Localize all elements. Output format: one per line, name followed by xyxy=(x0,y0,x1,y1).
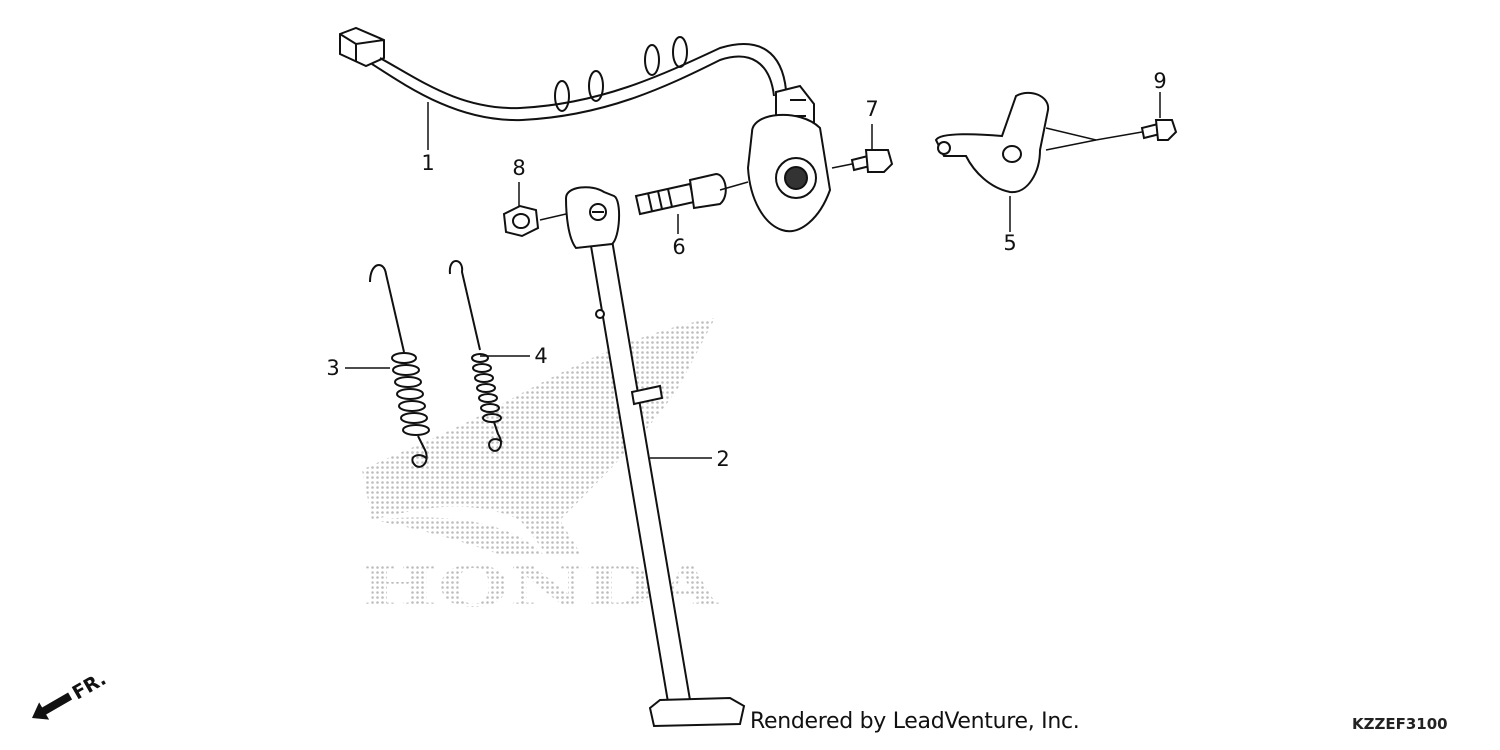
side-stand xyxy=(564,186,746,728)
callout-5: 5 xyxy=(1003,231,1016,255)
outer-spring xyxy=(369,264,430,468)
bracket-bolt xyxy=(1140,119,1178,141)
front-arrow-icon xyxy=(32,692,73,720)
front-direction-label: FR. xyxy=(69,668,110,705)
callout-7: 7 xyxy=(865,97,878,121)
diagram-code: KZZEF3100 xyxy=(1352,715,1448,733)
callout-9: 9 xyxy=(1153,69,1166,93)
callout-2: 2 xyxy=(716,447,729,471)
render-credit: Rendered by LeadVenture, Inc. xyxy=(750,709,1080,734)
switch-bracket xyxy=(934,91,1050,194)
lock-nut xyxy=(502,204,540,238)
callout-4: 4 xyxy=(534,344,547,368)
switch-harness xyxy=(339,26,832,233)
assembly-lines xyxy=(345,92,1161,459)
switch-bolt xyxy=(850,149,894,173)
callout-1: 1 xyxy=(421,151,434,175)
callout-3: 3 xyxy=(326,356,339,380)
pivot-bolt xyxy=(634,172,727,216)
callout-6: 6 xyxy=(672,235,685,259)
callout-8: 8 xyxy=(512,156,525,180)
front-direction-indicator: FR. xyxy=(32,668,110,720)
inner-spring xyxy=(448,260,503,452)
